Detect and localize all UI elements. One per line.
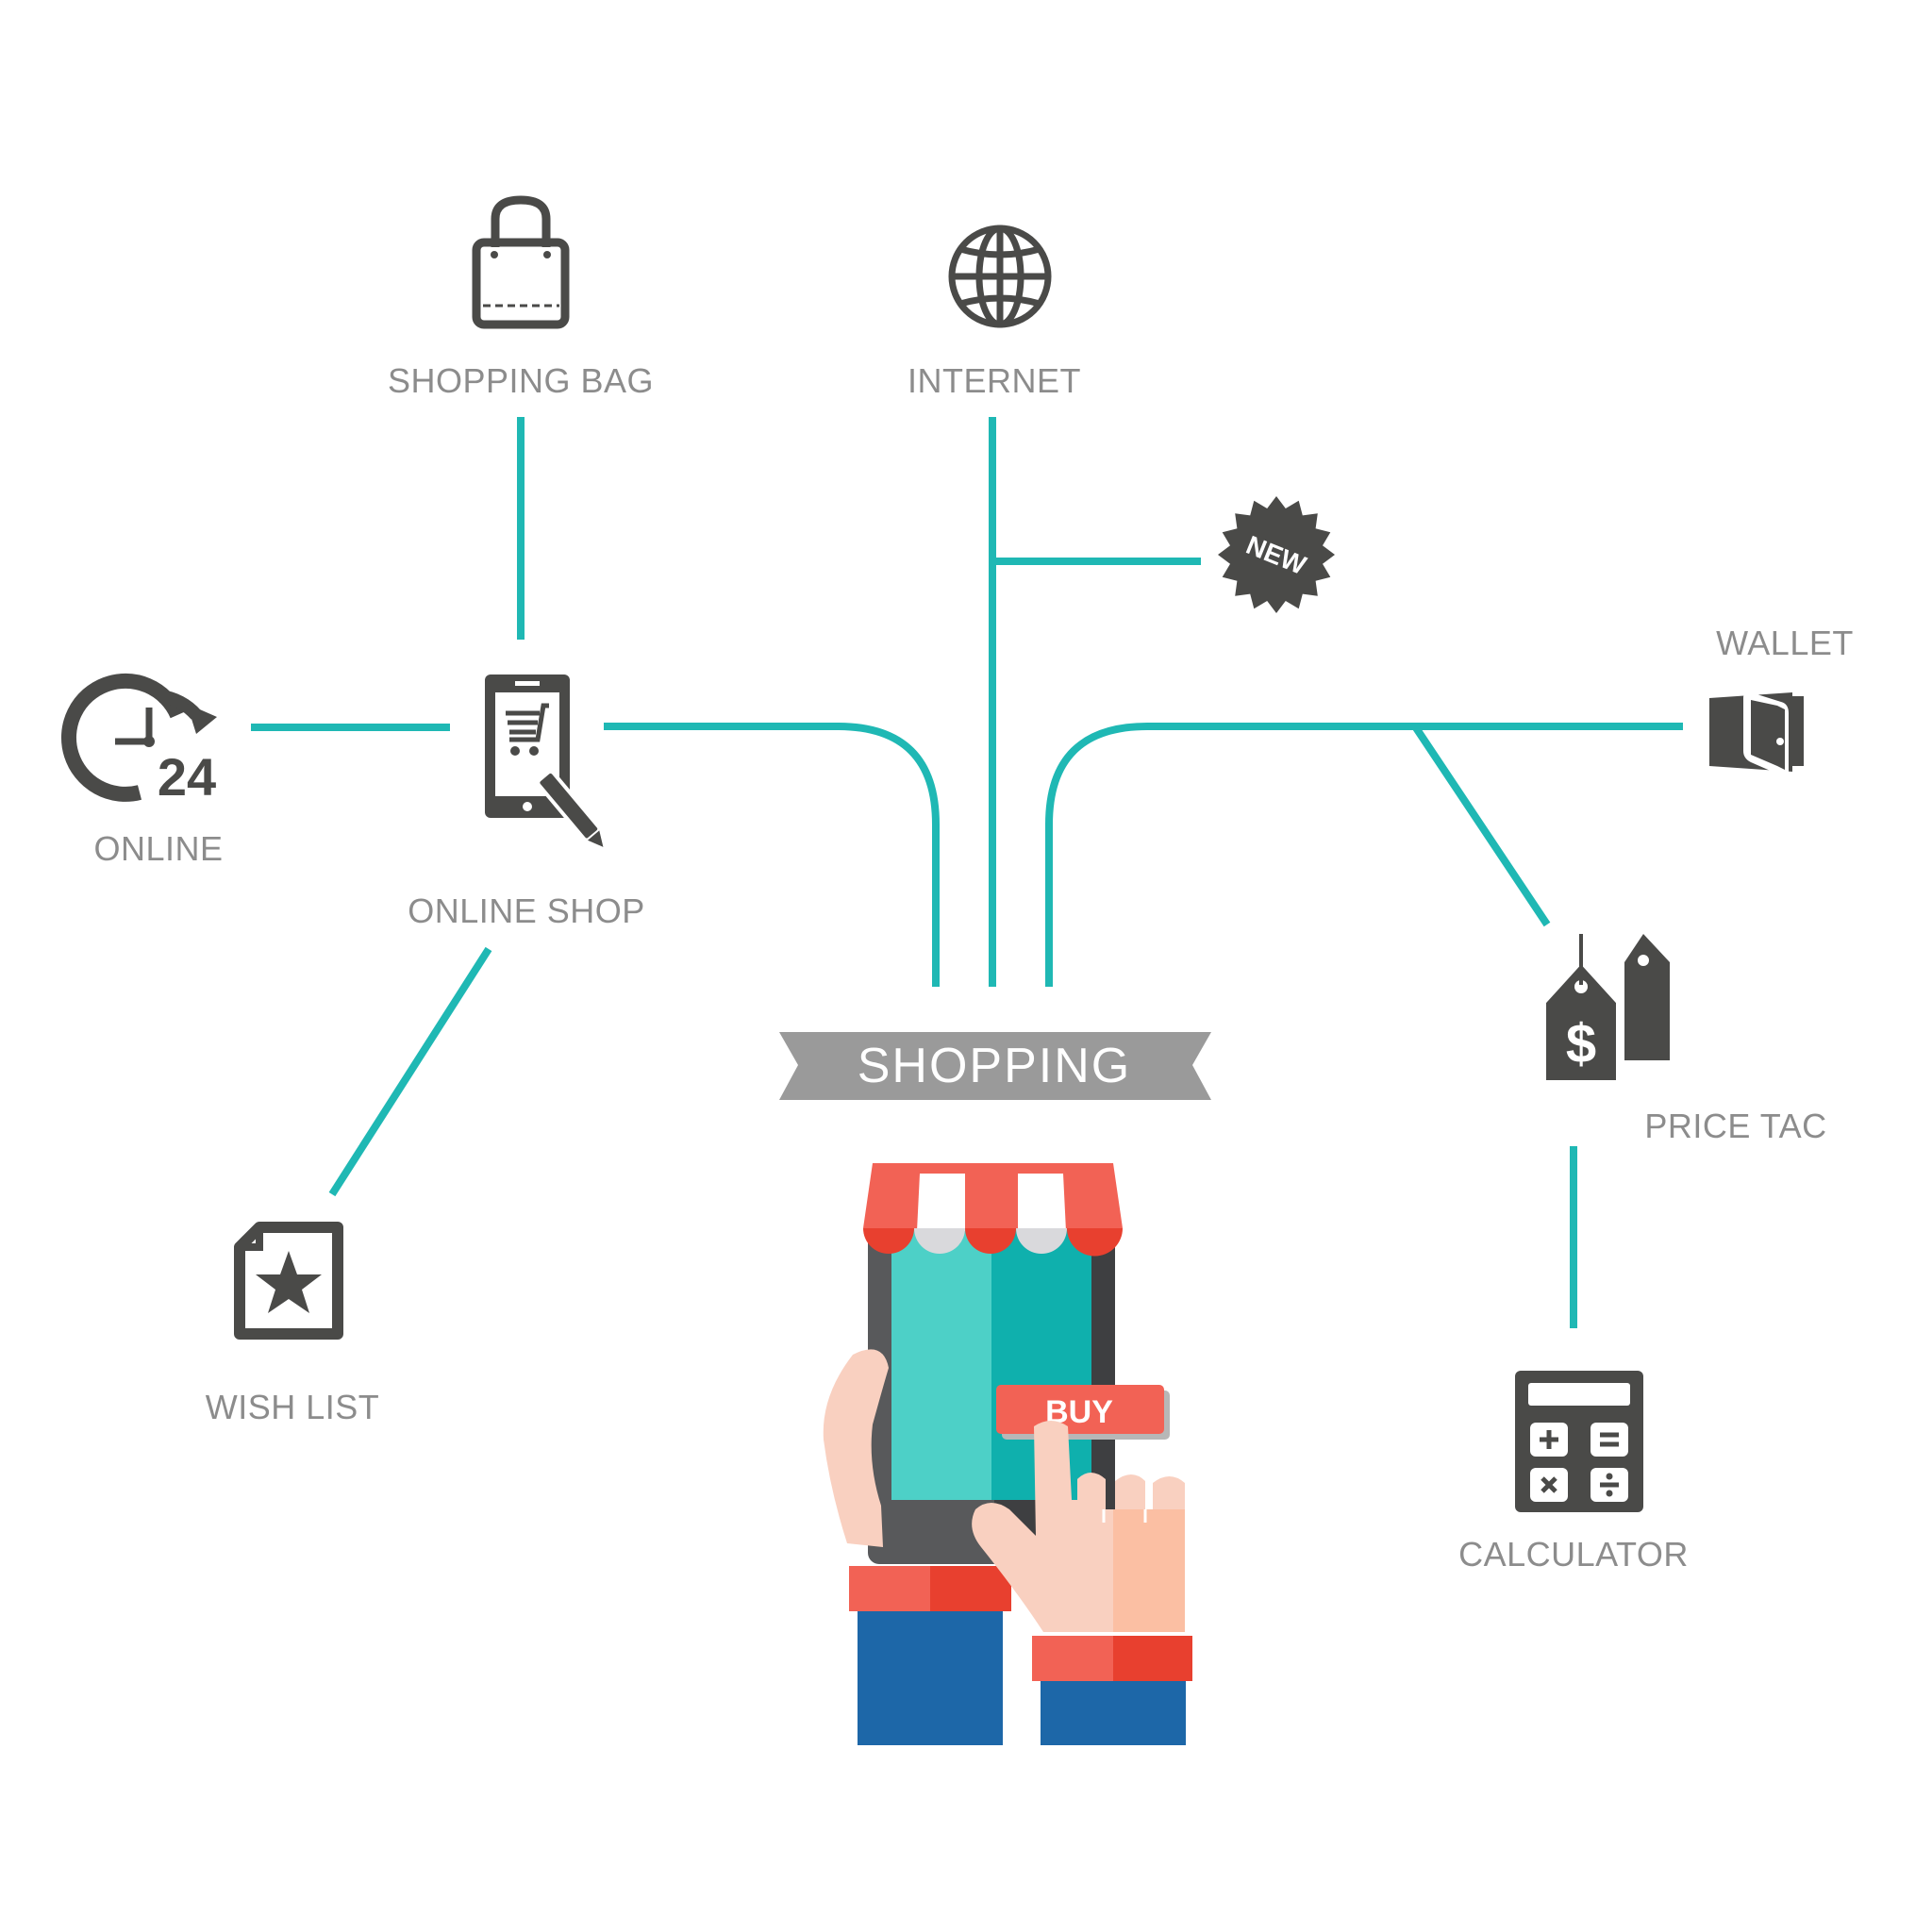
label-internet: INTERNET	[908, 361, 1081, 400]
clock-24-number: 24	[158, 747, 216, 807]
connector-center-to-wallet	[1045, 723, 1683, 987]
awning-scallops	[863, 1228, 1123, 1257]
center-label-shopping: SHOPPING	[857, 1039, 1132, 1093]
clock-24-icon: 24	[60, 673, 217, 807]
connector-lines	[251, 417, 1683, 1328]
price-tag-icon: $	[1541, 934, 1670, 1086]
label-wallet: WALLET	[1716, 624, 1854, 662]
new-badge-icon: NEW	[1218, 496, 1335, 613]
label-calculator: CALCULATOR	[1458, 1535, 1689, 1574]
connector-shop-to-wishlist	[328, 946, 492, 1197]
connector-shop-to-center	[604, 723, 940, 987]
tablet-cart-icon	[485, 675, 604, 847]
label-wish-list: WISH LIST	[205, 1388, 380, 1426]
label-price-tag: PRICE TAC	[1644, 1107, 1827, 1145]
shopping-banner	[779, 1032, 1211, 1100]
shopping-bag-icon	[472, 195, 570, 329]
wallet-icon	[1709, 691, 1804, 777]
calculator-icon	[1515, 1371, 1643, 1512]
label-online: ONLINE	[93, 829, 224, 868]
label-online-shop: ONLINE SHOP	[408, 891, 645, 930]
shop-phone-illustration: BUY	[823, 1163, 1192, 1745]
price-tag-dollar: $	[1566, 1013, 1596, 1074]
wish-list-icon	[234, 1222, 343, 1340]
globe-icon	[948, 225, 1052, 328]
connector-to-price-tag	[1411, 724, 1551, 927]
label-shopping-bag: SHOPPING BAG	[387, 361, 655, 400]
